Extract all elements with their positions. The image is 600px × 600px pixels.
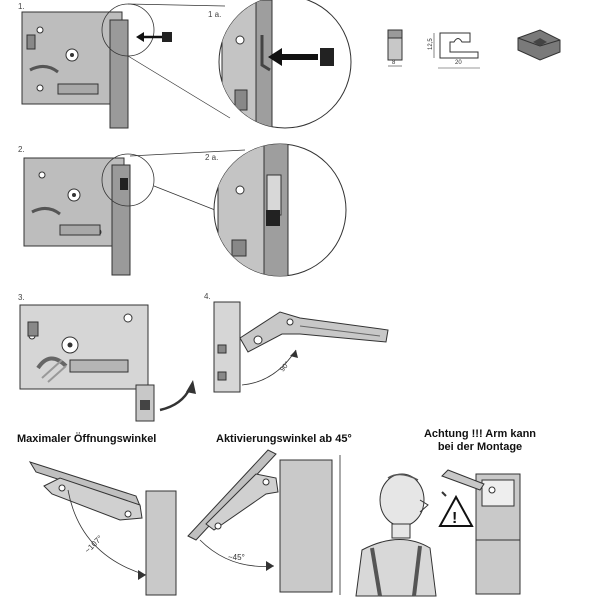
- angle-max-open: ~107°: [83, 534, 104, 555]
- warning-line-2: bei der Montage: [437, 441, 523, 453]
- angle-activation: ~45°: [228, 553, 245, 562]
- mechanism-step2: [23, 149, 246, 276]
- zoom-circle-1a: [218, 0, 352, 129]
- diagram-activation: [187, 449, 341, 595]
- diagram-max-opening: [28, 461, 177, 596]
- mechanism-step3: [19, 304, 196, 422]
- mechanism-step1: [21, 3, 231, 129]
- zoom-circle-2a: [213, 143, 347, 277]
- mechanism-step4: [213, 301, 389, 393]
- dim-width-small: 8: [392, 60, 396, 66]
- step-2a-label: 2 a.: [205, 153, 219, 162]
- warning-text: Achtung !!! Arm kann bei der Montage: [410, 428, 550, 454]
- step-1a-label: 1 a.: [208, 10, 222, 19]
- cabinet-warning: [438, 469, 521, 595]
- dim-width-large: 20: [455, 60, 462, 66]
- step-3-label: 3.: [18, 293, 25, 302]
- step-4-label: 4.: [204, 292, 211, 301]
- warning-symbol: !: [452, 510, 457, 527]
- step-2-label: 2.: [18, 145, 25, 154]
- step-1-label: 1.: [18, 2, 25, 11]
- heading-activation: Aktivierungswinkel ab 45°: [216, 433, 352, 445]
- dim-height: 12,5: [428, 38, 434, 50]
- clip-3d-view: [517, 29, 561, 61]
- clip-front-view: [387, 29, 403, 67]
- person-figure: [355, 473, 437, 597]
- warning-line-1: Achtung !!! Arm kann: [423, 428, 537, 440]
- angle-step4: 90°: [278, 360, 291, 373]
- heading-max-opening: Maximaler Öffnungswinkel: [17, 433, 157, 445]
- clip-side-view: [433, 32, 480, 69]
